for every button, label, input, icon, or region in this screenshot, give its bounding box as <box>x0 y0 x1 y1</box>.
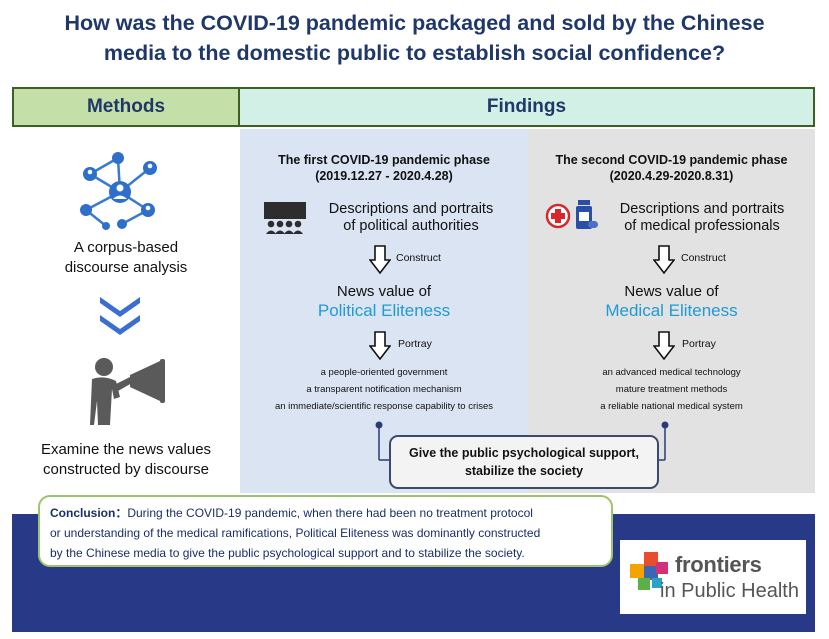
phase1-points: a people-oriented government a transpare… <box>240 364 528 415</box>
phase1-desc-line-2: of political authorities <box>343 218 479 234</box>
phase2-news-value-label: News value of <box>624 283 719 300</box>
phase2-portray-label: Portray <box>682 338 716 350</box>
conclusion-line-1: During the COVID-19 pandemic, when there… <box>127 506 533 520</box>
phase1-title-line-1: The first COVID-19 pandemic phase <box>278 153 490 167</box>
frontiers-logo-icon <box>630 552 668 590</box>
method-step-1: A corpus-based discourse analysis <box>12 238 240 278</box>
phase2-desc-line-1: Descriptions and portraits <box>619 201 785 217</box>
phase1-news-value-label: News value of <box>336 283 432 300</box>
logo-word-journal: in Public Health <box>660 580 799 602</box>
phase2-title-line-2: (2020.4.29-2020.8.31) <box>609 169 734 183</box>
conclusion-label: Conclusion： <box>50 506 128 520</box>
list-item: an advanced medical technology <box>602 367 741 378</box>
phase1-title-line-2: (2019.12.27 - 2020.4.28) <box>315 169 453 183</box>
phase1-desc-line-1: Descriptions and portraits <box>328 201 494 217</box>
meeting-icon <box>264 202 306 234</box>
support-line-2: stabilize the society <box>464 464 584 478</box>
phase2-description: Descriptions and portraits of medical pr… <box>597 201 807 235</box>
list-item: a people-oriented government <box>320 367 448 378</box>
infographic-title: How was the COVID-19 pandemic packaged a… <box>0 8 829 68</box>
phase2-title-line-1: The second COVID-19 pandemic phase <box>555 153 788 167</box>
phase1-panel <box>240 129 528 493</box>
method-step-2-line-2: constructed by discourse <box>43 461 209 478</box>
medical-cross-icon <box>545 203 571 229</box>
phase1-description: Descriptions and portraits of political … <box>306 201 516 235</box>
chevron-down-icon <box>100 297 140 335</box>
down-arrow-icon <box>369 331 391 361</box>
support-box: Give the public psychological support, s… <box>389 435 659 489</box>
method-step-2: Examine the news values constructed by d… <box>12 440 240 480</box>
support-line-1: Give the public psychological support, <box>409 446 639 460</box>
methods-heading: Methods <box>12 87 240 127</box>
medicine-bottle-icon <box>576 200 598 229</box>
megaphone-person-icon <box>90 358 165 425</box>
down-arrow-icon <box>653 331 675 361</box>
phase1-portray-label: Portray <box>398 338 432 350</box>
down-arrow-icon <box>369 245 391 275</box>
down-arrow-icon <box>653 245 675 275</box>
method-step-1-line-2: discourse analysis <box>64 259 188 276</box>
title-line-2: media to the domestic public to establis… <box>103 41 726 65</box>
medical-eliteness-label: Medical Eliteness <box>605 301 738 320</box>
list-item: a reliable national medical system <box>600 401 743 412</box>
findings-heading: Findings <box>240 87 815 127</box>
conclusion-line-2: or understanding of the medical ramifica… <box>50 526 541 540</box>
phase2-title: The second COVID-19 pandemic phase (2020… <box>528 152 815 184</box>
phase2-construct-label: Construct <box>681 252 726 264</box>
phase1-construct-label: Construct <box>396 252 441 264</box>
frontiers-logo: frontiers in Public Health <box>620 540 806 614</box>
phase1-title: The first COVID-19 pandemic phase (2019.… <box>240 152 528 184</box>
list-item: an immediate/scientific response capabil… <box>274 401 494 412</box>
political-eliteness-label: Political Eliteness <box>317 301 451 320</box>
conclusion-box: Conclusion：During the COVID-19 pandemic,… <box>38 495 613 567</box>
title-line-1: How was the COVID-19 pandemic packaged a… <box>64 11 765 35</box>
phase2-desc-line-2: of medical professionals <box>624 218 780 234</box>
conclusion-line-3: by the Chinese media to give the public … <box>50 546 525 560</box>
connector-lines <box>375 421 669 461</box>
network-icon <box>80 152 157 230</box>
list-item: mature treatment methods <box>615 384 728 395</box>
method-step-2-line-1: Examine the news values <box>40 441 212 458</box>
method-step-1-line-1: A corpus-based <box>73 239 179 256</box>
logo-word-frontiers: frontiers <box>675 552 762 577</box>
phase2-panel <box>528 129 815 493</box>
list-item: a transparent notification mechanism <box>306 384 462 395</box>
phase2-points: an advanced medical technology mature tr… <box>528 364 815 415</box>
